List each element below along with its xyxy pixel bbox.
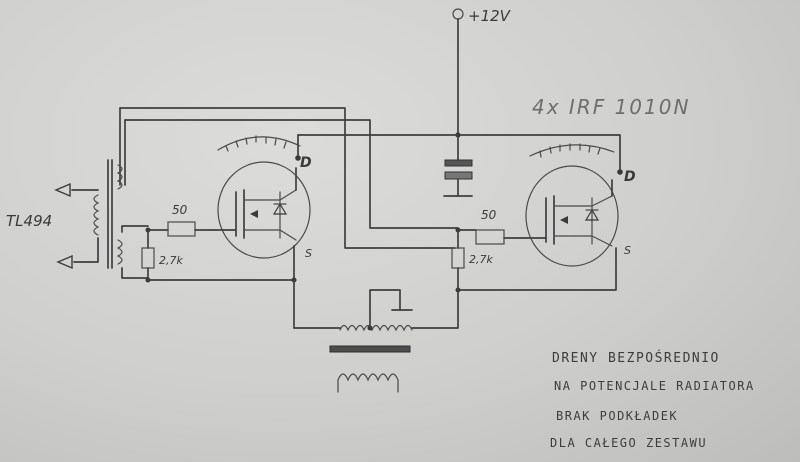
- gate-resistor-left-label: 50: [172, 203, 188, 217]
- driver-label: TL494: [6, 212, 52, 230]
- gate-transformer: [54, 107, 459, 279]
- gs-resistor-left-label: 2,7k: [159, 254, 183, 267]
- supply-terminal: [452, 8, 464, 138]
- drain-label-left: D: [300, 155, 312, 171]
- drain-bus: [297, 134, 621, 173]
- supply-capacitor: [443, 134, 473, 197]
- gate-resistor-right-label: 50: [481, 208, 497, 222]
- note-line-2: NA POTENCJALE RADIATORA: [554, 379, 755, 393]
- mosfet-left: [217, 135, 311, 259]
- note-line-3: BRAK PODKŁADEK: [556, 409, 678, 423]
- part-label: 4x IRF 1010N: [532, 95, 690, 119]
- mosfet-right: [525, 143, 623, 267]
- note-block: DRENY BEZPOŚREDNIO NA POTENCJALE RADIATO…: [550, 350, 755, 450]
- note-line-4: DLA CAŁEGO ZESTAWU: [550, 436, 707, 450]
- output-transformer: [293, 279, 459, 393]
- source-label-right: S: [624, 244, 631, 257]
- supply-label: +12V: [468, 7, 512, 25]
- note-line-1: DRENY BEZPOŚREDNIO: [552, 350, 720, 366]
- gate-network-left: [141, 221, 297, 283]
- source-label-left: S: [305, 247, 312, 260]
- drain-label-right: D: [624, 169, 636, 185]
- gs-resistor-right-label: 2,7k: [469, 253, 493, 266]
